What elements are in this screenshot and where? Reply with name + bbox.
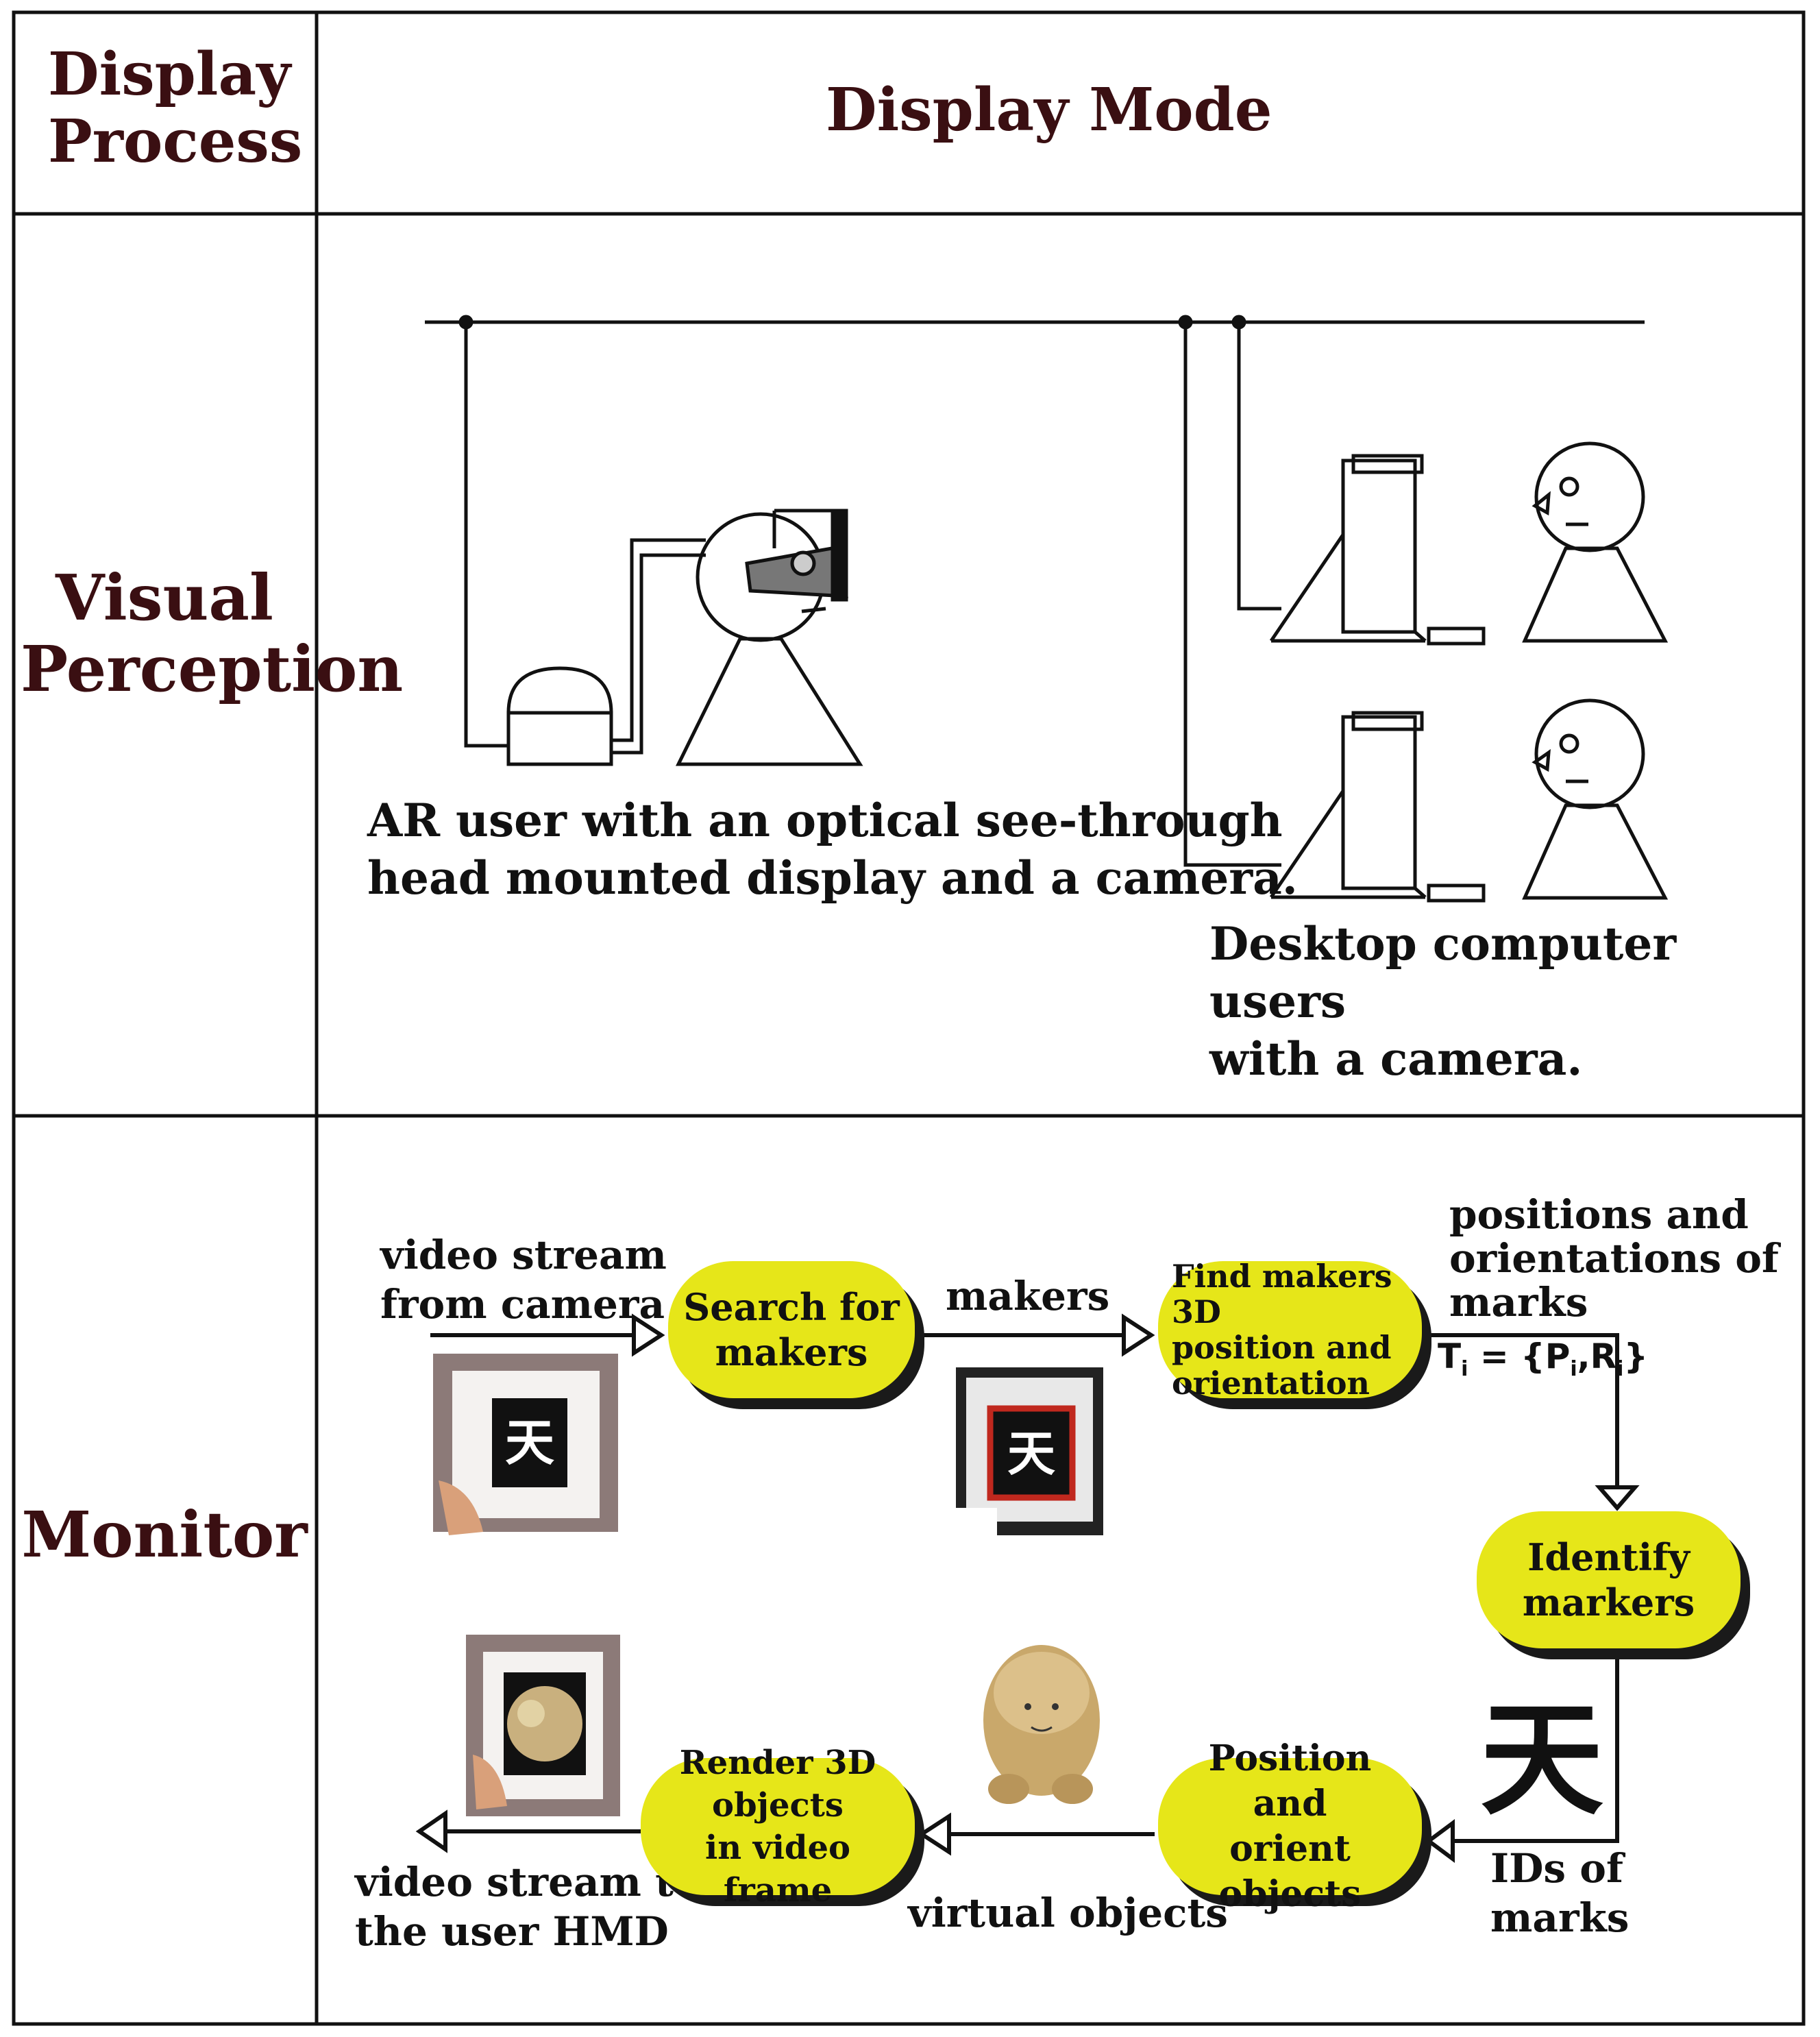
arrow-head: [1122, 1313, 1155, 1357]
arrow-head: [415, 1809, 447, 1853]
desktop-station-2: [1269, 698, 1669, 903]
rendered-output-image: [466, 1635, 620, 1816]
arrow-head: [632, 1313, 665, 1357]
svg-text:天: 天: [505, 1414, 554, 1472]
arrow-head: [918, 1812, 951, 1856]
ar-user-caption: AR user with an optical see-through head…: [367, 794, 1298, 905]
edge-label-virtual-objects: virtual objects: [908, 1890, 1228, 1936]
row-label-monitor: Monitor: [21, 1498, 308, 1572]
edge-label-positions: positions and orientations of marks: [1449, 1191, 1779, 1326]
desktop-station-1: [1269, 441, 1669, 646]
ar-user-figure: [675, 509, 863, 766]
edge-label-ids: IDs of marks: [1490, 1845, 1630, 1941]
detected-marker-image: 天: [956, 1367, 1103, 1535]
input-label: video stream from camera: [380, 1232, 667, 1328]
svg-text:天: 天: [1007, 1426, 1055, 1482]
edge-label-makers: makers: [946, 1273, 1110, 1319]
virtual-character-image: [983, 1645, 1100, 1804]
header-display-process: Display Process: [48, 40, 303, 176]
header-display-mode: Display Mode: [826, 75, 1272, 145]
arrow-head: [1595, 1485, 1640, 1511]
marker-id-glyph: 天: [1480, 1689, 1603, 1832]
camera-marker-image: 天: [433, 1354, 618, 1535]
arrow-head: [1425, 1819, 1455, 1863]
output-label: video stream to the user HMD: [355, 1859, 700, 1955]
transform-formula: Ti = {Pi,Ri}: [1438, 1337, 1649, 1381]
desktop-users-caption: Desktop computer users with a camera.: [1209, 917, 1677, 1086]
